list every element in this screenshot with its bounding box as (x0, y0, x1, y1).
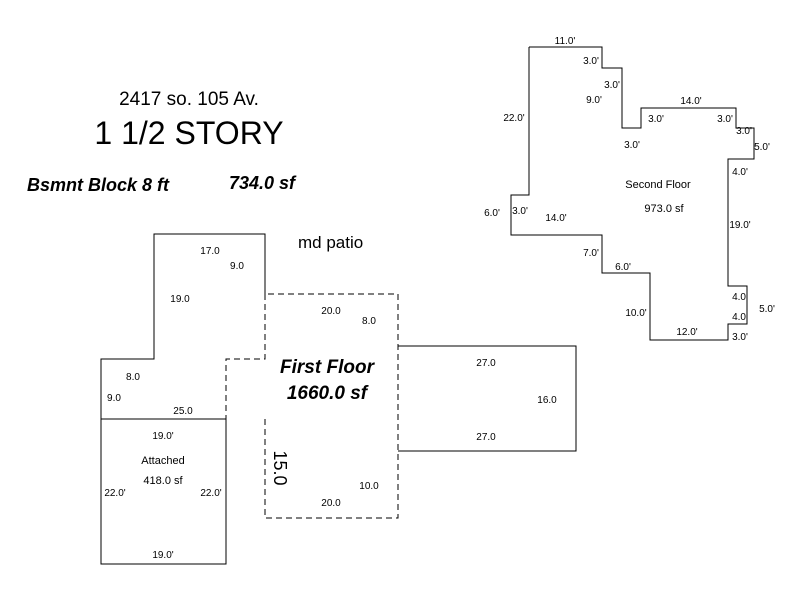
dim-label: 6.0' (615, 262, 631, 273)
dim-label: 3.0' (583, 56, 599, 67)
dim-label: 19.0 (170, 294, 190, 305)
attached-name: Attached (141, 455, 184, 467)
attached-garage-outline (100, 418, 227, 565)
dim-label: 3.0' (732, 332, 748, 343)
dim-label: 4.0' (732, 292, 748, 303)
dim-label: 4.0' (732, 167, 748, 178)
dim-label: 19.0' (152, 431, 173, 442)
dim-label: 7.0' (583, 248, 599, 259)
dim-label: 22.0' (200, 488, 221, 499)
dim-label: 8.0 (126, 372, 140, 383)
dim-label: 11.0' (555, 36, 576, 47)
dim-label: 20.0 (321, 306, 341, 317)
dim-label: 3.0' (717, 114, 733, 125)
dim-label: 14.0' (545, 213, 566, 224)
dim-label: 5.0' (759, 304, 775, 315)
dim-label: 6.0' (484, 208, 500, 219)
dim-label: 4.0' (732, 312, 748, 323)
dim-label: 3.0' (624, 140, 640, 151)
dim-label: 9.0' (586, 95, 602, 106)
second-floor-name: Second Floor (625, 179, 691, 191)
dim-label: 20.0 (321, 498, 341, 509)
dashed-patio-outline (264, 293, 399, 519)
dim-label: 17.0 (200, 246, 220, 257)
dim-label: 3.0' (512, 206, 528, 217)
basement-area: 734.0 sf (229, 173, 297, 193)
property-address: 2417 so. 105 Av. (119, 89, 259, 110)
first-floor-name: First Floor (280, 357, 376, 378)
dim-label: 25.0 (173, 406, 193, 417)
dim-label: 10.0' (625, 308, 646, 319)
basement-label: Bsmnt Block 8 ft (27, 175, 170, 195)
attached-area: 418.0 sf (143, 475, 183, 487)
dim-label: 9.0 (107, 393, 121, 404)
dim-label: 9.0 (230, 261, 244, 272)
first-floor-outline-right-wing (398, 345, 577, 452)
dim-label: 16.0 (537, 395, 557, 406)
dim-label: 3.0' (736, 126, 752, 137)
dim-label: 22.0' (104, 488, 125, 499)
dim-label: 19.0' (729, 220, 750, 231)
second-floor-outline (510, 46, 755, 341)
dim-label: 5.0' (754, 142, 770, 153)
patio-label: md patio (298, 233, 363, 252)
first-floor-area: 1660.0 sf (287, 383, 369, 404)
dim-label: 10.0 (359, 481, 379, 492)
dim-label: 3.0' (648, 114, 664, 125)
second-floor-area: 973.0 sf (644, 203, 684, 215)
dim-label: 27.0 (476, 432, 496, 443)
dim-label: 8.0 (362, 316, 376, 327)
dim-label: 27.0 (476, 358, 496, 369)
dashed-interior-line (225, 294, 266, 419)
story-type-title: 1 1/2 STORY (94, 115, 283, 151)
dim-label-rotated: 15.0 (270, 450, 290, 485)
dim-label: 3.0' (604, 80, 620, 91)
dim-label: 12.0' (676, 327, 697, 338)
dim-label: 14.0' (680, 96, 701, 107)
dim-label: 19.0' (152, 550, 173, 561)
dim-label: 22.0' (503, 113, 524, 124)
